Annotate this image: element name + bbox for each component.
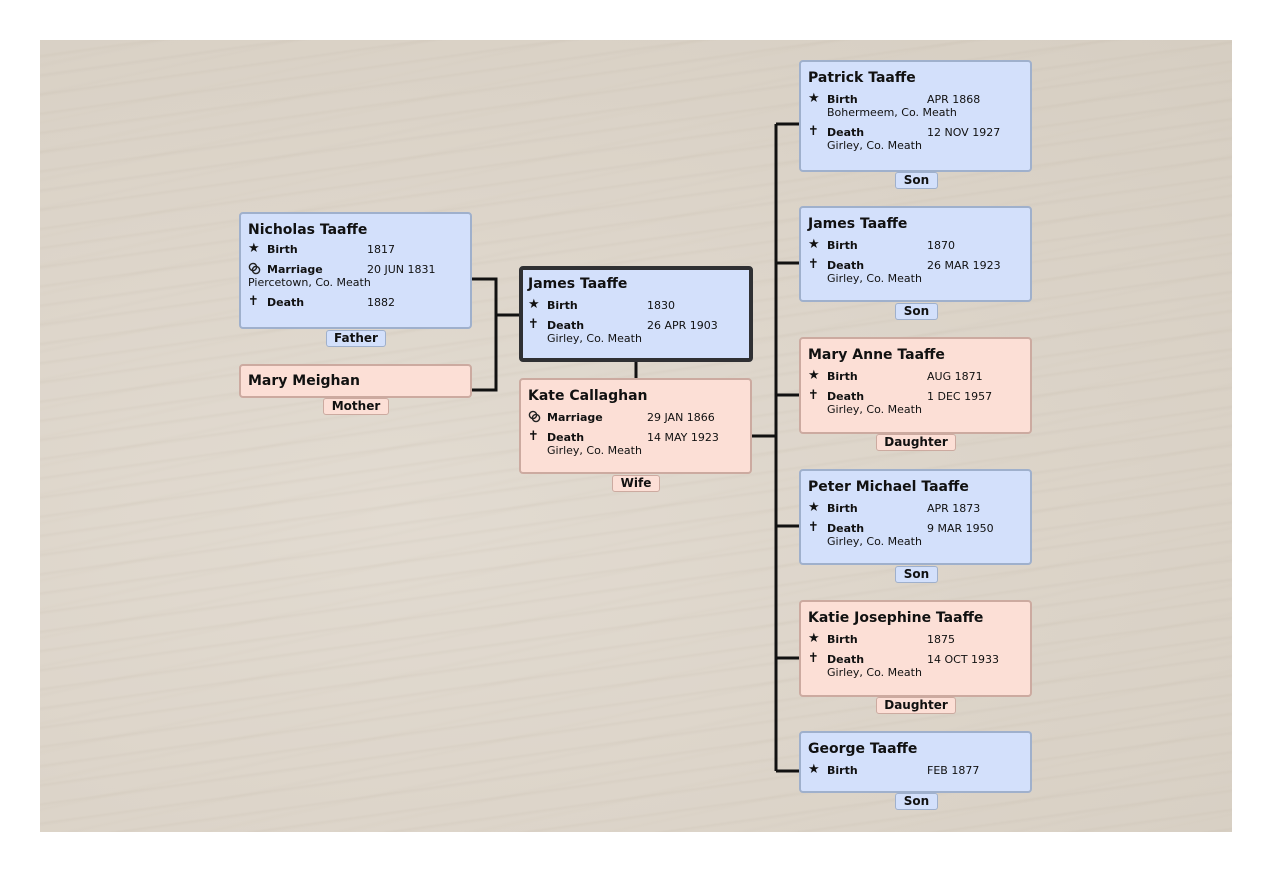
event-birth: ★ Birth 1875 (808, 631, 955, 646)
star-icon: ★ (808, 500, 820, 515)
role-tag-father: Father (326, 330, 386, 347)
person-card-child-5[interactable]: Katie Josephine Taaffe ★ Birth 1875 ✝ De… (799, 600, 1032, 697)
event-marriage: Marriage 29 JAN 1866 (528, 408, 743, 428)
cross-icon: ✝ (528, 317, 539, 332)
person-card-focus[interactable]: James Taaffe ★ Birth 1830 ✝ Death 26 APR… (519, 266, 753, 362)
event-birth: ★ Birth 1817 (248, 241, 395, 256)
role-tag-wife: Wife (612, 475, 660, 492)
parents-connector (471, 277, 498, 392)
event-marriage: Marriage 20 JUN 1831 (248, 260, 463, 280)
star-icon: ★ (248, 241, 260, 256)
star-icon: ★ (808, 762, 820, 777)
rings-icon (248, 260, 264, 279)
event-place: Girley, Co. Meath (827, 272, 922, 285)
event-place: Girley, Co. Meath (827, 666, 922, 679)
person-name: Mary Anne Taaffe (808, 347, 945, 363)
person-name: Kate Callaghan (528, 388, 648, 404)
person-name: George Taaffe (808, 741, 918, 757)
event-birth: ★ Birth FEB 1877 (808, 762, 980, 777)
star-icon: ★ (808, 237, 820, 252)
cross-icon: ✝ (808, 388, 819, 403)
person-card-child-2[interactable]: James Taaffe ★ Birth 1870 ✝ Death 26 MAR… (799, 206, 1032, 302)
person-card-mother[interactable]: Mary Meighan (239, 364, 472, 398)
event-death: ✝ Death 1882 (248, 294, 395, 309)
event-death: ✝ Death 12 NOV 1927 (808, 124, 1001, 139)
event-birth: ★ Birth APR 1873 (808, 500, 981, 515)
event-birth: ★ Birth AUG 1871 (808, 368, 983, 383)
event-place: Piercetown, Co. Meath (248, 276, 371, 289)
role-tag-mother: Mother (323, 398, 389, 415)
person-name: James Taaffe (528, 276, 628, 292)
cross-icon: ✝ (808, 257, 819, 272)
person-name: James Taaffe (808, 216, 908, 232)
person-card-child-4[interactable]: Peter Michael Taaffe ★ Birth APR 1873 ✝ … (799, 469, 1032, 565)
role-tag-child-2: Son (895, 303, 938, 320)
event-birth: ★ Birth APR 1868 (808, 91, 981, 106)
connector-lines (471, 122, 800, 773)
event-place: Girley, Co. Meath (827, 403, 922, 416)
event-place: Girley, Co. Meath (827, 139, 922, 152)
person-name: Mary Meighan (248, 373, 360, 389)
role-tag-child-1: Son (895, 172, 938, 189)
cross-icon: ✝ (808, 651, 819, 666)
person-name: Katie Josephine Taaffe (808, 610, 984, 626)
cross-icon: ✝ (528, 429, 539, 444)
person-card-father[interactable]: Nicholas Taaffe ★ Birth 1817 Marriage 20… (239, 212, 472, 329)
cross-icon: ✝ (808, 124, 819, 139)
role-tag-child-3: Daughter (876, 434, 956, 451)
event-death: ✝ Death 1 DEC 1957 (808, 388, 993, 403)
cross-icon: ✝ (808, 520, 819, 535)
role-tag-child-6: Son (895, 793, 938, 810)
person-card-child-6[interactable]: George Taaffe ★ Birth FEB 1877 (799, 731, 1032, 793)
event-place: Girley, Co. Meath (827, 535, 922, 548)
person-card-child-3[interactable]: Mary Anne Taaffe ★ Birth AUG 1871 ✝ Deat… (799, 337, 1032, 434)
event-birth: ★ Birth 1870 (808, 237, 955, 252)
person-card-wife[interactable]: Kate Callaghan Marriage 29 JAN 1866 ✝ De… (519, 378, 752, 474)
person-name: Nicholas Taaffe (248, 222, 368, 238)
event-place: Girley, Co. Meath (547, 444, 642, 457)
person-name: Peter Michael Taaffe (808, 479, 969, 495)
event-death: ✝ Death 14 OCT 1933 (808, 651, 1000, 666)
person-name: Patrick Taaffe (808, 70, 916, 86)
star-icon: ★ (808, 631, 820, 646)
role-tag-child-5: Daughter (876, 697, 956, 714)
event-birth: ★ Birth 1830 (528, 297, 675, 312)
person-card-child-1[interactable]: Patrick Taaffe ★ Birth APR 1868 Bohermee… (799, 60, 1032, 172)
family-tree-canvas: Nicholas Taaffe ★ Birth 1817 Marriage 20… (40, 40, 1232, 832)
event-death: ✝ Death 9 MAR 1950 (808, 520, 994, 535)
star-icon: ★ (808, 368, 820, 383)
cross-icon: ✝ (248, 294, 259, 309)
role-tag-child-4: Son (895, 566, 938, 583)
event-death: ✝ Death 26 MAR 1923 (808, 257, 1001, 272)
event-death: ✝ Death 14 MAY 1923 (528, 429, 719, 444)
star-icon: ★ (528, 297, 540, 312)
star-icon: ★ (808, 91, 820, 106)
rings-icon (528, 408, 544, 427)
event-place: Bohermeem, Co. Meath (827, 106, 957, 119)
event-death: ✝ Death 26 APR 1903 (528, 317, 718, 332)
event-place: Girley, Co. Meath (547, 332, 642, 345)
